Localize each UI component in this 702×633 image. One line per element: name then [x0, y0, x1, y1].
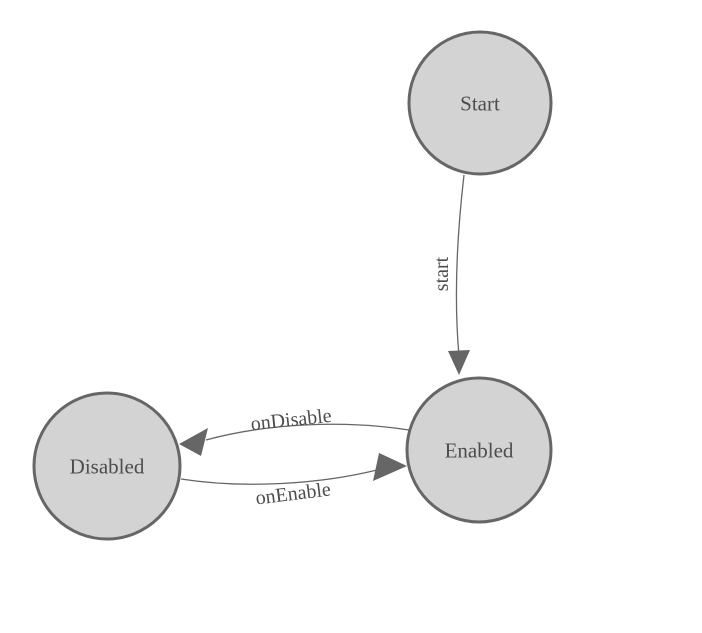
arrowhead-into-enabled-top: [448, 350, 470, 375]
state-node-start-label: Start: [460, 91, 500, 115]
state-node-disabled-label: Disabled: [70, 454, 145, 478]
state-node-enabled[interactable]: Enabled: [405, 376, 553, 524]
transition-start-to-enabled[interactable]: start: [431, 174, 470, 375]
transition-disabled-to-enabled[interactable]: onEnable: [180, 453, 407, 510]
transition-onenable-edge: [180, 469, 378, 485]
state-node-enabled-circle[interactable]: [405, 376, 553, 524]
transition-label-start: start: [431, 256, 453, 291]
transition-enabled-to-disabled[interactable]: onDisable: [179, 405, 410, 456]
transition-start-edge: [455, 174, 465, 357]
arrowhead-into-enabled-left: [373, 453, 407, 481]
state-node-disabled-circle[interactable]: [32, 391, 182, 541]
state-node-start-circle[interactable]: [407, 30, 553, 176]
state-node-disabled[interactable]: Disabled: [32, 391, 182, 541]
transition-label-ondisable: onDisable: [250, 405, 333, 435]
state-node-start[interactable]: Start: [407, 30, 553, 176]
transition-ondisable-edge: [205, 423, 410, 441]
state-node-enabled-label: Enabled: [445, 438, 514, 462]
arrowhead-into-disabled: [179, 428, 208, 456]
transition-label-onenable: onEnable: [254, 478, 332, 509]
